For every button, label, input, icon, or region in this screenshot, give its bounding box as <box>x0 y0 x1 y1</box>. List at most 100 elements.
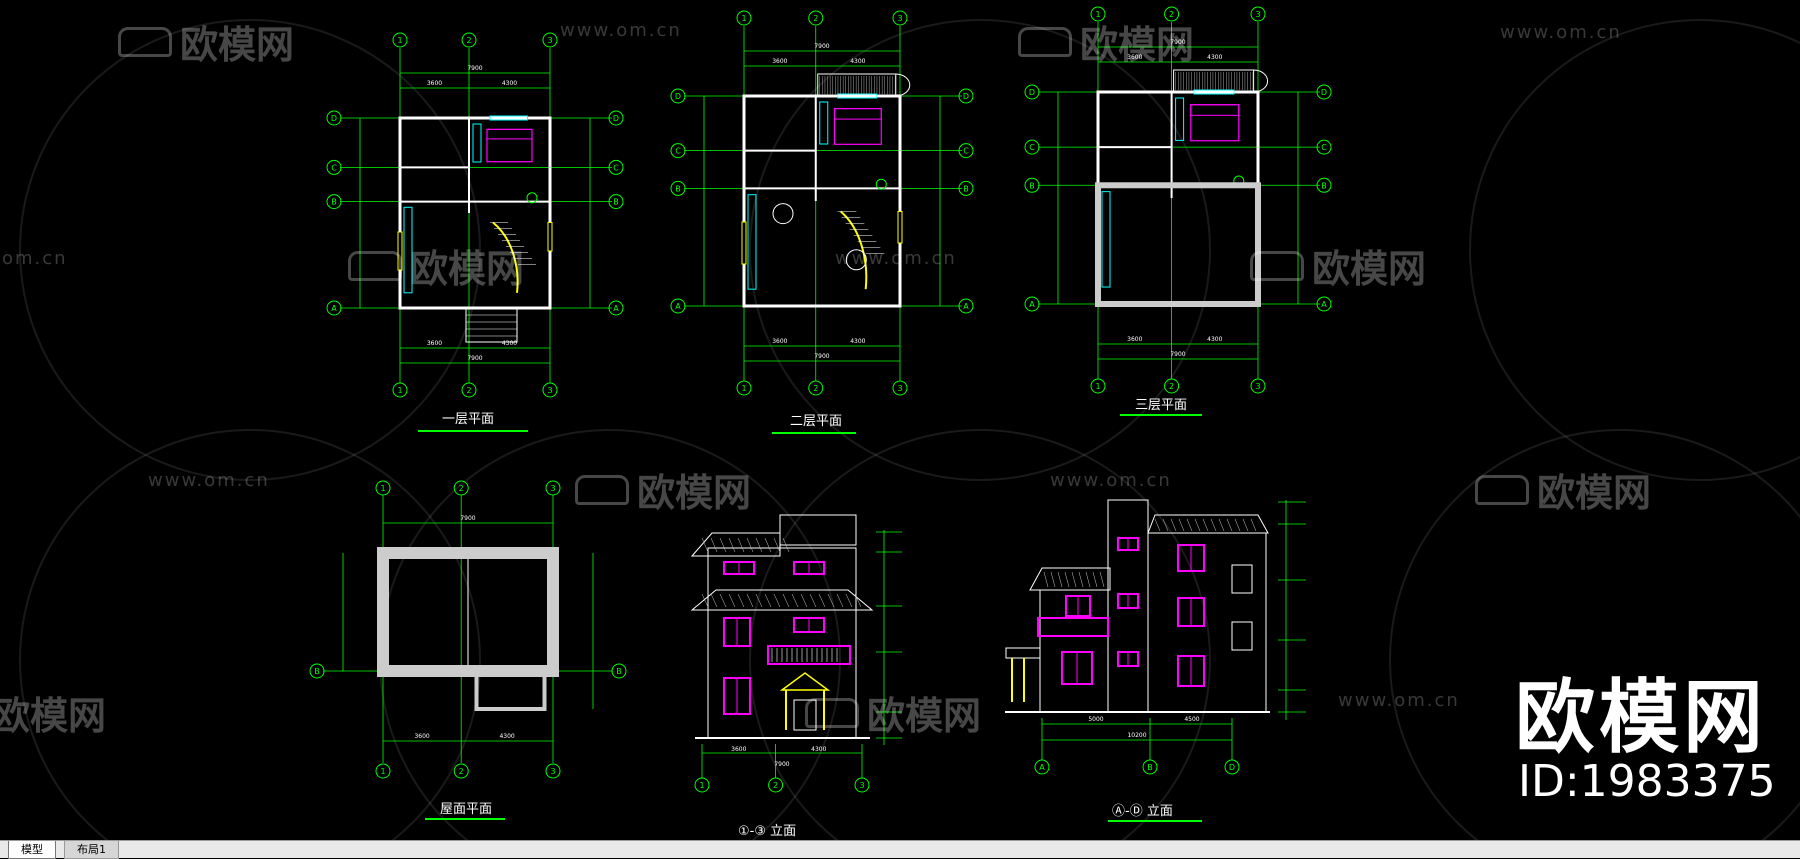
dimension-text: 4300 <box>850 338 865 345</box>
dimension-text: 4300 <box>502 340 517 347</box>
roof-tile <box>746 537 754 553</box>
dimension-text: 4300 <box>499 733 514 740</box>
plan3-title-underline <box>1120 414 1202 416</box>
watermark-url-partial: om.cn <box>2 248 68 269</box>
dimension-text: 3600 <box>1127 336 1142 343</box>
sofa-logo-icon <box>118 26 172 57</box>
axis-label: 1 <box>1095 382 1100 391</box>
roof-tile <box>701 593 709 608</box>
roof-tile <box>737 537 745 553</box>
watermark-circle <box>1469 19 1800 481</box>
axis-label: B <box>331 198 337 207</box>
roof-tile <box>1242 518 1249 532</box>
dimension-text: 4300 <box>811 746 826 753</box>
axis-bubble <box>611 663 627 679</box>
axis-bubble <box>1090 378 1106 394</box>
terrace-parapet <box>1095 182 1261 307</box>
portico-pediment <box>779 672 831 691</box>
roof-tile <box>1099 571 1105 588</box>
roof-tile <box>1250 518 1257 532</box>
dimension-text: 7900 <box>774 761 789 768</box>
window <box>489 115 528 121</box>
roof-tile <box>1071 571 1077 588</box>
dimension-text: 4300 <box>502 80 517 87</box>
dimension-text: 3600 <box>1127 54 1142 61</box>
axis-label: B <box>675 184 681 193</box>
porch <box>465 307 518 343</box>
bed <box>833 107 882 145</box>
axis-bubble <box>1164 6 1180 22</box>
tab-model[interactable]: 模型 <box>8 841 56 859</box>
axis-label: B <box>1029 181 1035 190</box>
axis-bubble <box>542 382 558 398</box>
axis-label: 3 <box>897 384 902 393</box>
side-balcony <box>1231 564 1253 594</box>
roof-tile <box>782 537 790 553</box>
axis-bubble <box>1090 6 1106 22</box>
roof-tile <box>710 593 718 608</box>
roof-tile <box>1186 518 1193 532</box>
axis-label: 3 <box>547 36 552 45</box>
axis-label: 2 <box>1169 382 1174 391</box>
axis-bubble <box>375 763 391 779</box>
axis-bubble <box>1224 759 1240 775</box>
roof-tile <box>719 593 727 608</box>
axis-bubble <box>542 32 558 48</box>
axis-label: C <box>1321 143 1327 152</box>
plan2-title-underline <box>772 432 856 434</box>
balcony-curve <box>1253 69 1269 93</box>
front-door <box>793 699 817 731</box>
model-id: ID:1983375 <box>1518 756 1776 807</box>
roof-tile <box>746 593 754 608</box>
roof-tile <box>728 593 736 608</box>
axis-label: 1 <box>380 767 385 776</box>
bed-pillow <box>833 108 882 120</box>
axis-bubble <box>1316 139 1332 155</box>
left-roof <box>1029 567 1111 591</box>
plant <box>875 178 887 190</box>
roof-tile <box>854 593 862 608</box>
axis-bubble <box>608 110 624 126</box>
roof-tile <box>737 593 745 608</box>
watermark-brand: 欧模网 <box>1250 238 1426 293</box>
wardrobe <box>1175 97 1185 141</box>
axis-label: 1 <box>380 484 385 493</box>
stair-roof <box>474 669 547 711</box>
plan3-title: 三层平面 <box>1135 398 1188 413</box>
axis-bubble <box>375 480 391 496</box>
watermark-url: www.om.cn <box>1050 470 1172 491</box>
roof-tile <box>1092 571 1098 588</box>
axis-bubble <box>1164 378 1180 394</box>
axis-bubble <box>608 159 624 175</box>
watermark-brand-partial: 欧模网 <box>0 694 107 738</box>
axis-label: 3 <box>1255 10 1260 19</box>
watermark-circle <box>19 429 481 840</box>
roof-mid <box>690 589 874 611</box>
axis-label: B <box>1147 763 1153 772</box>
dining-table <box>772 203 794 225</box>
axis-bubble <box>453 480 469 496</box>
layout-tab-bar: 模型 布局1 <box>0 840 1800 859</box>
tab-layout1[interactable]: 布局1 <box>64 841 119 859</box>
axis-bubble <box>1316 84 1332 100</box>
roof-tile <box>1057 571 1063 588</box>
sofa-logo-icon <box>1018 26 1072 57</box>
roof-tile <box>764 593 772 608</box>
axis-bubble <box>1024 84 1040 100</box>
roof-tile <box>1043 571 1049 588</box>
axis-bubble <box>892 380 908 396</box>
roof-tile <box>1085 571 1091 588</box>
axis-bubble <box>670 88 686 104</box>
roof-title-underline <box>425 818 505 820</box>
roof-tile <box>1154 518 1161 532</box>
axis-bubble <box>326 110 342 126</box>
axis-label: C <box>963 147 969 156</box>
roof-tile <box>1218 518 1225 532</box>
axis-label: C <box>331 163 337 172</box>
watermark-circle <box>1389 429 1800 840</box>
elev2-title-underline <box>1108 820 1202 822</box>
roof-tile <box>1178 518 1185 532</box>
roof-tile <box>755 537 763 553</box>
